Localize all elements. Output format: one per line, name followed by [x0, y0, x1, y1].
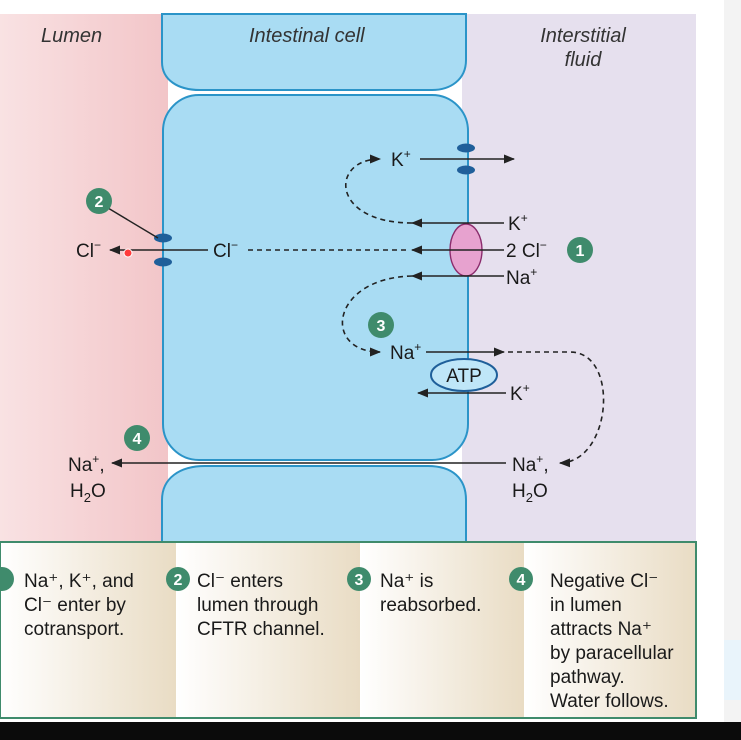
h2o-right-label: H2O	[512, 481, 548, 505]
cl-mid-label: Cl−	[213, 238, 238, 262]
caption-1-marker	[0, 567, 14, 591]
atp-pump	[430, 358, 498, 392]
caption-1-text: Na⁺, K⁺, and Cl⁻ enter by cotransport.	[24, 571, 139, 640]
cl-right-label: 2 Cl−	[506, 238, 547, 262]
lumen-header: Lumen	[41, 25, 102, 47]
interstitial-region	[462, 14, 696, 542]
marker-3-label: 3	[377, 318, 386, 335]
interstitial-header-line1: Interstitial	[540, 25, 626, 47]
caption-3-marker-label: 3	[355, 572, 364, 589]
caption-4-marker	[509, 567, 533, 591]
cl-left-label: Cl−	[76, 238, 101, 262]
caption-panel-border	[0, 541, 697, 719]
intestinal-cell	[162, 94, 469, 461]
caption-2-marker	[166, 567, 190, 591]
caption-2-marker-label: 2	[174, 572, 183, 589]
marker-4	[124, 425, 150, 451]
upper-cell	[161, 13, 467, 91]
caption-3-text: Na⁺ is reabsorbed.	[380, 571, 481, 616]
k-channel-upper	[457, 143, 475, 153]
na-left-label: Na+,	[68, 452, 105, 476]
right-edge-strip	[724, 0, 741, 740]
caption-4-text: Negative Cl⁻ in lumen attracts Na⁺ by pa…	[550, 571, 679, 712]
h2o-left-label: H2O	[70, 481, 106, 505]
cftr-channel-upper	[154, 233, 172, 243]
atp-label: ATP	[446, 366, 482, 387]
na-interstitial-dashed	[508, 351, 605, 468]
caption-4-marker-label: 4	[517, 572, 526, 589]
k-right-label: K+	[508, 211, 528, 235]
k-top-label: K+	[391, 147, 411, 171]
k-channel-lower	[457, 165, 475, 175]
cftr-channel-lower	[154, 257, 172, 267]
caption-3-marker	[347, 567, 371, 591]
caption-1-box	[0, 542, 176, 718]
caption-4-box	[524, 542, 696, 718]
lumen-region	[0, 14, 168, 542]
lower-cell	[161, 465, 467, 542]
marker-2-label: 2	[95, 194, 104, 211]
interstitial-header-line2: fluid	[565, 49, 603, 71]
caption-3-box	[360, 542, 524, 718]
na-right-bottom-label: Na+,	[512, 452, 549, 476]
marker-1	[567, 237, 593, 263]
marker-2-leader	[107, 207, 159, 239]
caption-2-box	[176, 542, 360, 718]
caption-2-text: Cl⁻ enters lumen through CFTR channel.	[197, 571, 325, 640]
marker-4-label: 4	[133, 431, 142, 448]
right-edge-accent	[724, 640, 741, 700]
cursor-marker	[123, 248, 133, 258]
bottom-band	[0, 722, 741, 740]
marker-1-label: 1	[576, 243, 585, 260]
marker-2	[86, 188, 112, 214]
na-recycle-dashed	[341, 275, 413, 357]
cell-header: Intestinal cell	[249, 25, 365, 47]
marker-3	[368, 312, 394, 338]
k-pump-label: K+	[510, 381, 530, 405]
caption-panel: 2 3 4 Na⁺, K⁺, and Cl⁻ enter by cotransp…	[0, 541, 697, 719]
na-right-label: Na+	[506, 265, 537, 289]
na-pump-label: Na+	[390, 340, 421, 364]
